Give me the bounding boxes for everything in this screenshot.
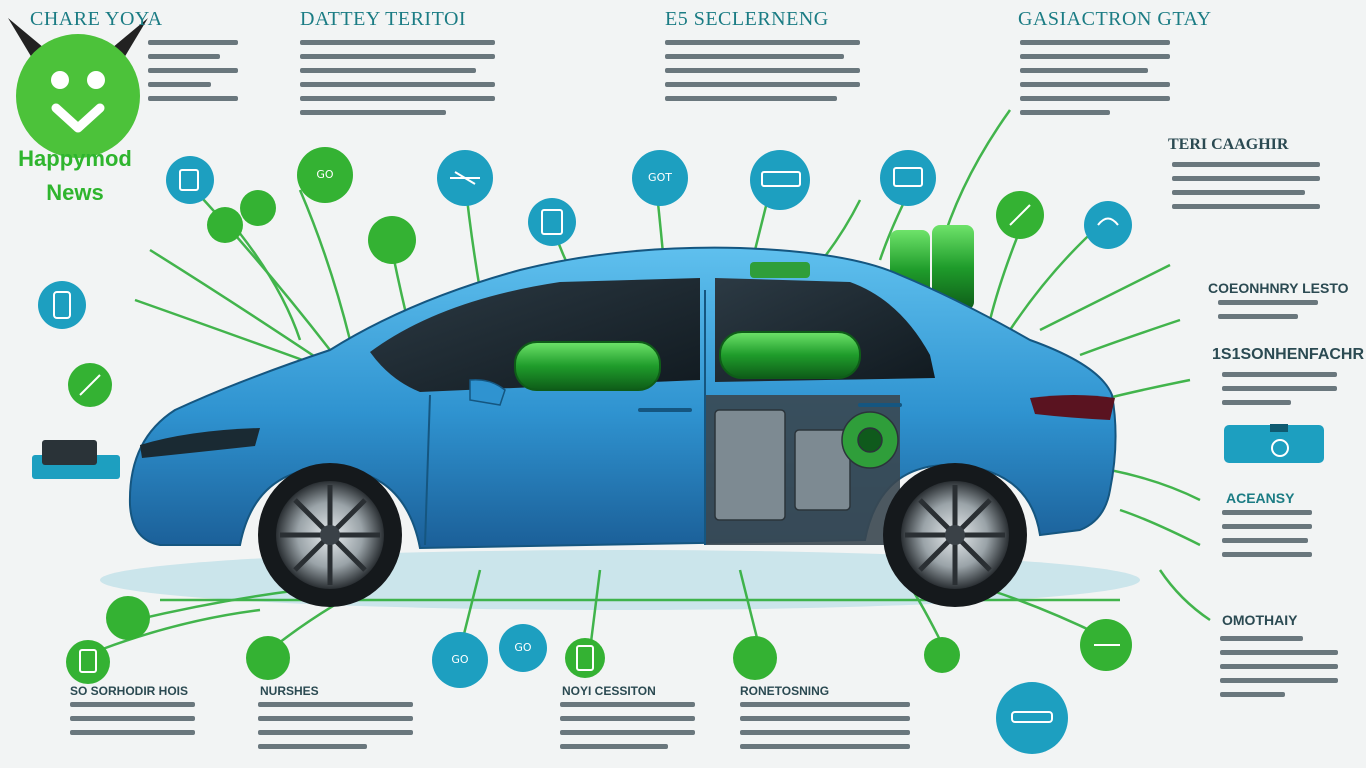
battery-tank bbox=[719, 331, 861, 379]
heading-bottom-2: NURSHES bbox=[260, 684, 319, 698]
heading-top-4: GASIACTRON GTAY bbox=[1018, 8, 1212, 30]
text-block-right-2 bbox=[1218, 300, 1318, 328]
heading-top-2: DATTEY TERITOI bbox=[300, 8, 467, 30]
heading-bottom-4: RONETOSNING bbox=[740, 684, 830, 698]
heading-right-2: COEONHNRY LESTO bbox=[1208, 280, 1349, 296]
text-block-right-3 bbox=[1222, 372, 1337, 414]
heading-right-1: TERI CAAGHIR bbox=[1168, 136, 1289, 153]
icon-circles bbox=[38, 147, 1132, 754]
happymod-logo-mark bbox=[8, 18, 148, 158]
heading-bottom-3: NOYI CESSITON bbox=[562, 684, 656, 698]
component-icon bbox=[1084, 201, 1132, 249]
icon-label-bottom-left: GO bbox=[451, 653, 469, 666]
icon-label-top-center: GOT bbox=[648, 171, 672, 184]
component-icon bbox=[297, 147, 353, 203]
component-icon bbox=[750, 150, 810, 210]
component-icon bbox=[240, 190, 276, 226]
component-icon bbox=[528, 198, 576, 246]
text-block-top-2 bbox=[300, 40, 495, 124]
rear-wheel bbox=[883, 463, 1027, 607]
text-block-top-4 bbox=[1020, 40, 1170, 124]
heading-top-3: E5 SECLERNENG bbox=[665, 8, 829, 30]
heading-bottom-1: SO SORHODIR HOIS bbox=[70, 684, 189, 698]
logo-subname: News bbox=[46, 180, 104, 205]
text-block-right-4 bbox=[1222, 510, 1312, 566]
component-icon bbox=[996, 682, 1068, 754]
icon-label-bottom-center: GO bbox=[514, 641, 532, 654]
component-icon bbox=[924, 637, 960, 673]
text-block-right-5 bbox=[1220, 636, 1338, 706]
component-icon bbox=[246, 636, 290, 680]
taillight bbox=[1030, 395, 1115, 420]
component-icon bbox=[368, 216, 416, 264]
logo-name: Happymod bbox=[18, 146, 132, 171]
heading-right-4: ACEANSY bbox=[1226, 490, 1295, 506]
car bbox=[128, 246, 1117, 550]
component-icon bbox=[38, 281, 86, 329]
heading-right-5: OMOTHAIY bbox=[1222, 612, 1298, 628]
text-block-top-3 bbox=[665, 40, 860, 110]
battery-tank bbox=[514, 341, 661, 391]
text-block-bottom-2 bbox=[258, 702, 413, 758]
heading-top-1: CHARE YOYA bbox=[30, 8, 163, 30]
component-icon bbox=[632, 150, 688, 206]
component-icon bbox=[733, 636, 777, 680]
motor-assembly bbox=[714, 409, 899, 521]
headlight bbox=[140, 428, 260, 458]
component-icon bbox=[499, 624, 547, 672]
icon-marks bbox=[53, 167, 1120, 723]
text-block-top-1 bbox=[148, 40, 238, 110]
component-icon bbox=[207, 207, 243, 243]
text-block-bottom-4 bbox=[740, 702, 910, 758]
text-block-right-1 bbox=[1172, 162, 1320, 218]
component-icon bbox=[565, 638, 605, 678]
component-icon bbox=[880, 150, 936, 206]
side-device-left bbox=[32, 440, 120, 479]
component-icon bbox=[106, 596, 150, 640]
icon-label-top-left: GO bbox=[316, 168, 334, 181]
happymod-logo: Happymod News bbox=[8, 16, 148, 211]
text-block-bottom-1 bbox=[70, 702, 195, 744]
heading-right-3: 1S1SONHENFACHR bbox=[1212, 346, 1365, 363]
component-icon bbox=[66, 640, 110, 684]
component-icon bbox=[432, 632, 488, 688]
front-wheel bbox=[258, 463, 402, 607]
side-device-right bbox=[1224, 424, 1324, 463]
component-icon bbox=[166, 156, 214, 204]
text-block-bottom-3 bbox=[560, 702, 695, 758]
